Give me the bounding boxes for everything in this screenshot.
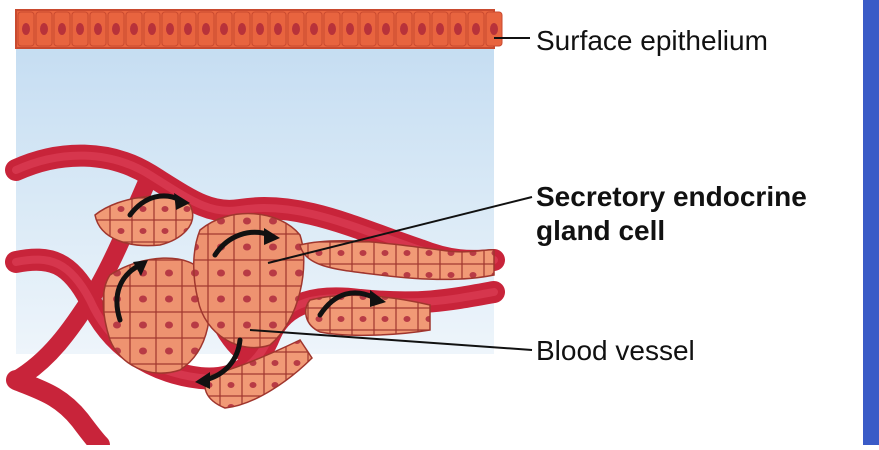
epithelial-nucleus	[238, 23, 246, 35]
epithelial-nucleus	[364, 23, 372, 35]
epithelial-nucleus	[346, 23, 354, 35]
label-secretory-line1: Secretory endocrine	[536, 180, 807, 214]
label-surface-epithelium: Surface epithelium	[536, 24, 768, 58]
epithelial-nucleus	[22, 23, 30, 35]
surface-epithelium	[16, 10, 502, 48]
epithelial-nucleus	[220, 23, 228, 35]
epithelial-nucleus	[76, 23, 84, 35]
label-secretory-line2: gland cell	[536, 214, 665, 248]
label-blood-vessel: Blood vessel	[536, 334, 695, 368]
epithelial-nucleus	[328, 23, 336, 35]
epithelial-nucleus	[256, 23, 264, 35]
epithelial-nucleus	[454, 23, 462, 35]
epithelial-nucleus	[202, 23, 210, 35]
epithelial-nucleus	[148, 23, 156, 35]
epithelial-nucleus	[418, 23, 426, 35]
epithelial-nucleus	[436, 23, 444, 35]
epithelial-nucleus	[274, 23, 282, 35]
epithelial-nucleus	[490, 23, 498, 35]
epithelial-nucleus	[166, 23, 174, 35]
epithelial-nucleus	[94, 23, 102, 35]
epithelial-nucleus	[400, 23, 408, 35]
epithelial-nucleus	[130, 23, 138, 35]
epithelial-nucleus	[292, 23, 300, 35]
epithelial-nucleus	[58, 23, 66, 35]
epithelial-nucleus	[112, 23, 120, 35]
epithelial-nucleus	[472, 23, 480, 35]
edge-bar	[863, 0, 879, 445]
epithelial-nucleus	[310, 23, 318, 35]
epithelial-nucleus	[382, 23, 390, 35]
epithelial-nucleus	[40, 23, 48, 35]
epithelial-nucleus	[184, 23, 192, 35]
